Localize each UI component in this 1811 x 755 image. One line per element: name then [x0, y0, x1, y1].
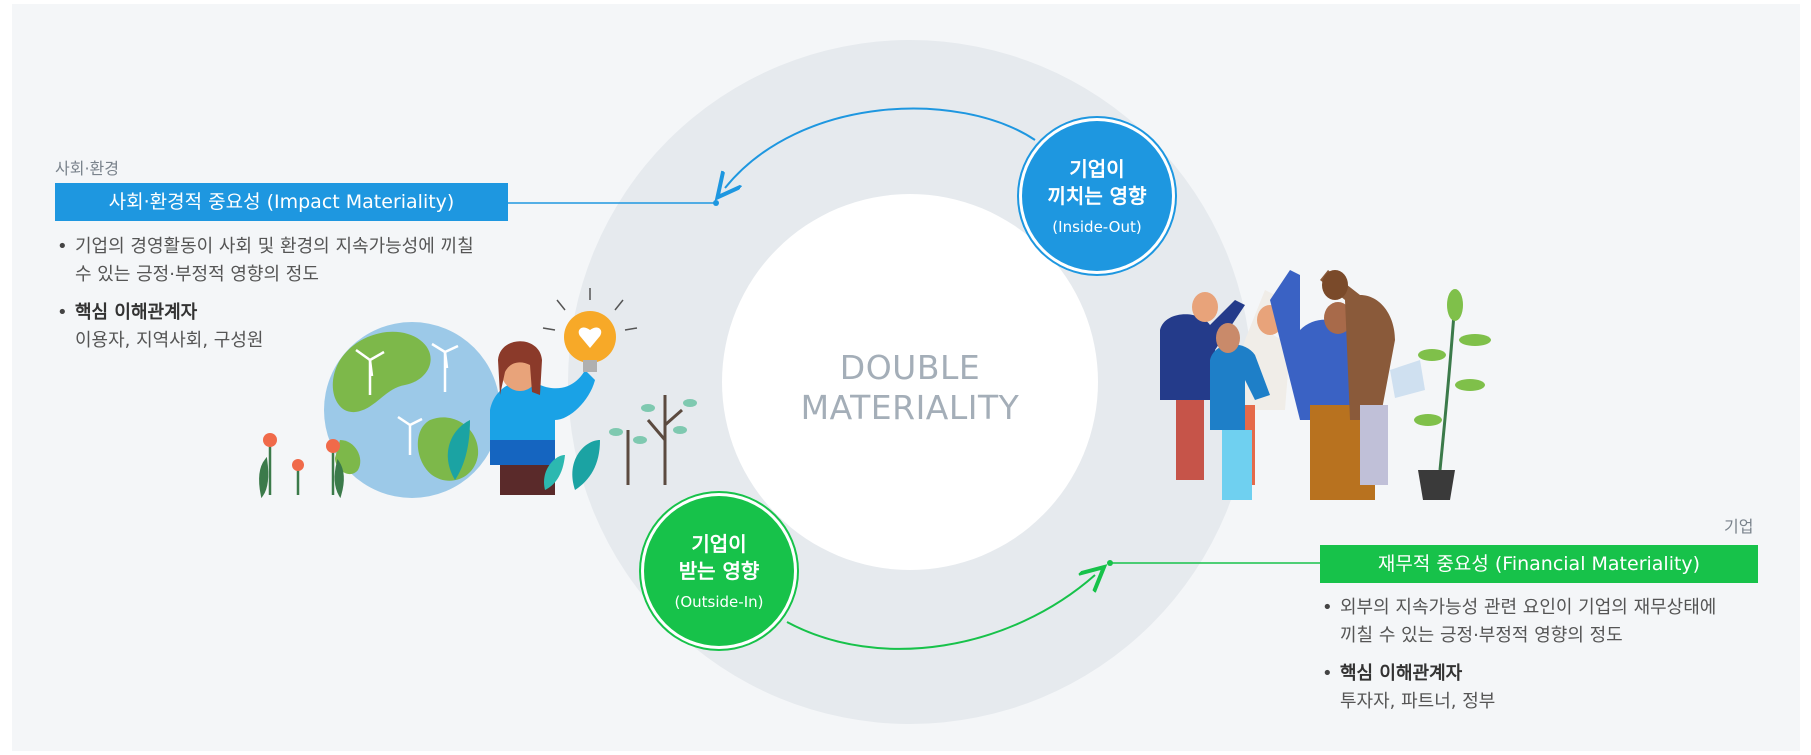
outside-in-bubble: 기업이 받는 영향 (Outside-In)	[644, 496, 794, 646]
impact-title-banner: 사회·환경적 중요성 (Impact Materiality)	[55, 183, 508, 221]
financial-category: 기업	[1724, 517, 1754, 536]
person-with-lightbulb	[490, 288, 638, 495]
people-group-illustration	[1160, 270, 1425, 500]
inside-out-line-2: 끼치는 영향	[1047, 184, 1147, 208]
inside-out-arrow	[725, 107, 1036, 188]
outside-in-arrow	[786, 575, 1095, 650]
outside-in-line-1: 기업이	[691, 532, 747, 556]
center-label: DOUBLE MATERIALITY	[760, 348, 1060, 428]
impact-stakeholders: 이용자, 지역사회, 구성원	[75, 330, 264, 351]
potted-plant-illustration	[1414, 289, 1491, 500]
outside-in-line-2: 받는 영향	[678, 559, 760, 583]
impact-stakeholder-item: 핵심 이해관계자 이용자, 지역사회, 구성원	[55, 299, 515, 355]
financial-desc-line-2: 끼칠 수 있는 긍정·부정적 영향의 정도	[1340, 625, 1623, 646]
inside-out-sub: (Inside-Out)	[1052, 218, 1142, 236]
financial-connector-dot	[1107, 560, 1113, 566]
financial-stakeholders: 투자자, 파트너, 정부	[1340, 691, 1496, 712]
center-line-1: DOUBLE	[839, 348, 981, 387]
inside-out-bubble: 기업이 끼치는 영향 (Inside-Out)	[1022, 121, 1172, 271]
impact-desc-line-1: 기업의 경영활동이 사회 및 환경의 지속가능성에 끼칠	[75, 236, 474, 257]
impact-stakeholder-title: 핵심 이해관계자	[75, 302, 198, 323]
impact-connector-dot	[713, 200, 719, 206]
center-line-2: MATERIALITY	[800, 388, 1020, 427]
inside-out-line-1: 기업이	[1069, 157, 1125, 181]
financial-stakeholder-item: 핵심 이해관계자 투자자, 파트너, 정부	[1320, 660, 1780, 716]
financial-description: 외부의 지속가능성 관련 요인이 기업의 재무상태에 끼칠 수 있는 긍정·부정…	[1320, 594, 1780, 716]
financial-desc-item: 외부의 지속가능성 관련 요인이 기업의 재무상태에 끼칠 수 있는 긍정·부정…	[1320, 594, 1780, 650]
financial-title-banner: 재무적 중요성 (Financial Materiality)	[1320, 545, 1758, 583]
impact-desc-item: 기업의 경영활동이 사회 및 환경의 지속가능성에 끼칠 수 있는 긍정·부정적…	[55, 233, 515, 289]
outside-in-sub: (Outside-In)	[674, 593, 764, 611]
left-plants	[259, 395, 697, 499]
financial-stakeholder-title: 핵심 이해관계자	[1340, 663, 1463, 684]
impact-desc-line-2: 수 있는 긍정·부정적 영향의 정도	[75, 264, 319, 285]
inner-circle	[722, 194, 1098, 570]
impact-category: 사회·환경	[55, 159, 119, 178]
financial-desc-line-1: 외부의 지속가능성 관련 요인이 기업의 재무상태에	[1340, 597, 1717, 618]
impact-description: 기업의 경영활동이 사회 및 환경의 지속가능성에 끼칠 수 있는 긍정·부정적…	[55, 233, 515, 355]
